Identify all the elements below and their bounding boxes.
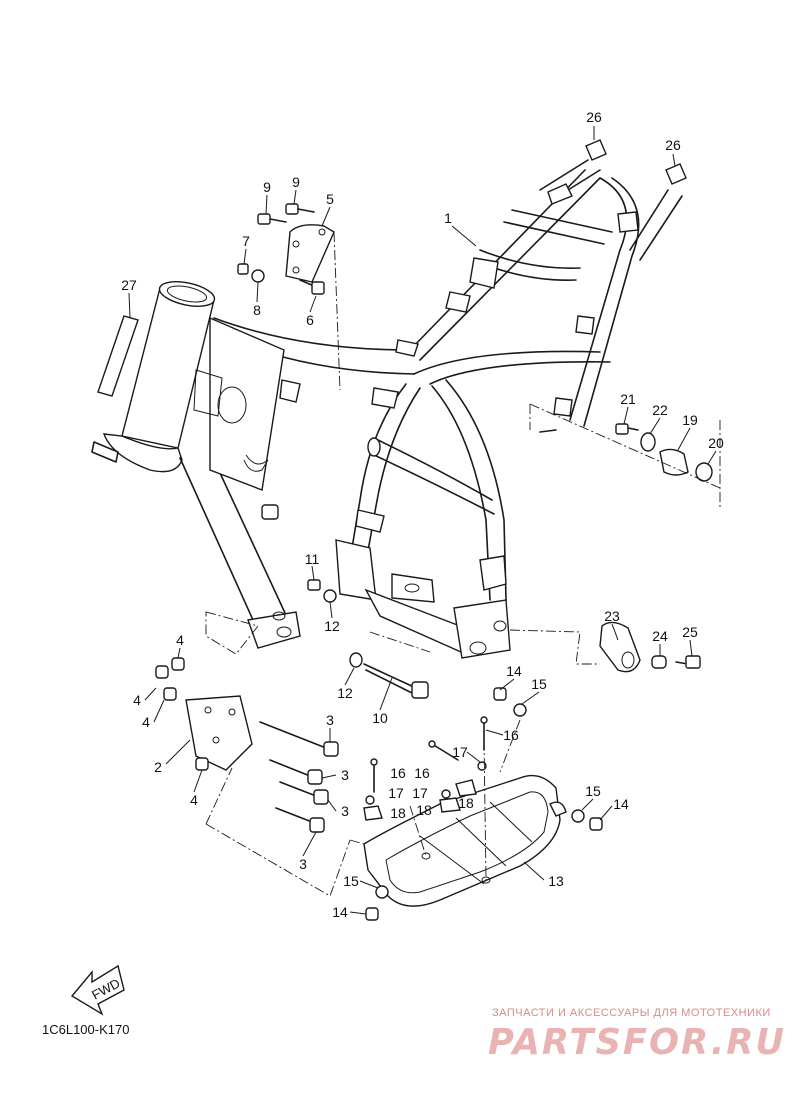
callout-24: 24: [652, 628, 668, 644]
callout-11: 11: [305, 551, 320, 567]
callout-15: 15: [531, 676, 547, 692]
callout-3: 3: [341, 767, 349, 783]
callout-4: 4: [133, 692, 141, 708]
callout-16: 16: [390, 765, 406, 781]
callout-3: 3: [326, 712, 334, 728]
bracket-2-group: [155, 657, 339, 833]
callout-1: 1: [444, 210, 452, 226]
callout-17: 17: [388, 785, 404, 801]
callout-23: 23: [604, 608, 620, 624]
callout-21: 21: [620, 391, 636, 407]
callout-3: 3: [299, 856, 307, 872]
callout-12: 12: [337, 685, 353, 701]
callout-4: 4: [190, 792, 198, 808]
callout-27: 27: [121, 277, 137, 293]
callout-20: 20: [708, 435, 724, 451]
callout-4: 4: [142, 714, 150, 730]
callout-4: 4: [176, 632, 184, 648]
callout-18: 18: [416, 802, 432, 818]
callout-16: 16: [503, 727, 519, 743]
mount-group-21-19: [539, 423, 713, 482]
callout-17: 17: [412, 785, 428, 801]
bracket-group-5: [237, 203, 335, 295]
callout-18: 18: [390, 805, 406, 821]
callout-9: 9: [292, 174, 300, 190]
caps-26: [585, 139, 687, 185]
diagram-code: 1C6L100-K170: [42, 1022, 129, 1037]
callout-22: 22: [652, 402, 668, 418]
callout-14: 14: [332, 904, 348, 920]
watermark-tagline: ЗАПЧАСТИ И АКСЕССУАРЫ ДЛЯ МОТОТЕХНИКИ: [492, 1007, 771, 1019]
pivot-bolt-10: [349, 652, 429, 699]
callout-15: 15: [343, 873, 359, 889]
callout-8: 8: [253, 302, 261, 318]
callout-15: 15: [585, 783, 601, 799]
leader-lines: [128, 126, 721, 915]
callout-19: 19: [682, 412, 698, 428]
callout-25: 25: [682, 624, 698, 640]
callout-12: 12: [324, 618, 340, 634]
callout-5: 5: [326, 191, 334, 207]
callout-3: 3: [341, 803, 349, 819]
callout-9: 9: [263, 179, 271, 195]
callout-16: 16: [414, 765, 430, 781]
skid-plate-13: [363, 774, 567, 907]
callout-6: 6: [306, 312, 314, 328]
callout-18: 18: [458, 795, 474, 811]
callout-14: 14: [506, 663, 522, 679]
callout-14: 14: [613, 796, 629, 812]
callout-10: 10: [372, 710, 388, 726]
callout-13: 13: [548, 873, 564, 889]
callout-26: 26: [665, 137, 681, 153]
plate-27: [97, 315, 139, 397]
watermark-brand: PARTSFOR.RU: [488, 1022, 786, 1063]
skid-hardware: [363, 687, 603, 921]
mount-group-23-25: [599, 621, 701, 673]
callout-2: 2: [154, 759, 162, 775]
fwd-arrow-icon: FWD: [70, 964, 125, 1016]
callout-7: 7: [242, 233, 250, 249]
callout-26: 26: [586, 109, 602, 125]
main-frame: [91, 159, 683, 659]
nut-group-11-12: [307, 579, 337, 603]
callout-17: 17: [452, 744, 468, 760]
